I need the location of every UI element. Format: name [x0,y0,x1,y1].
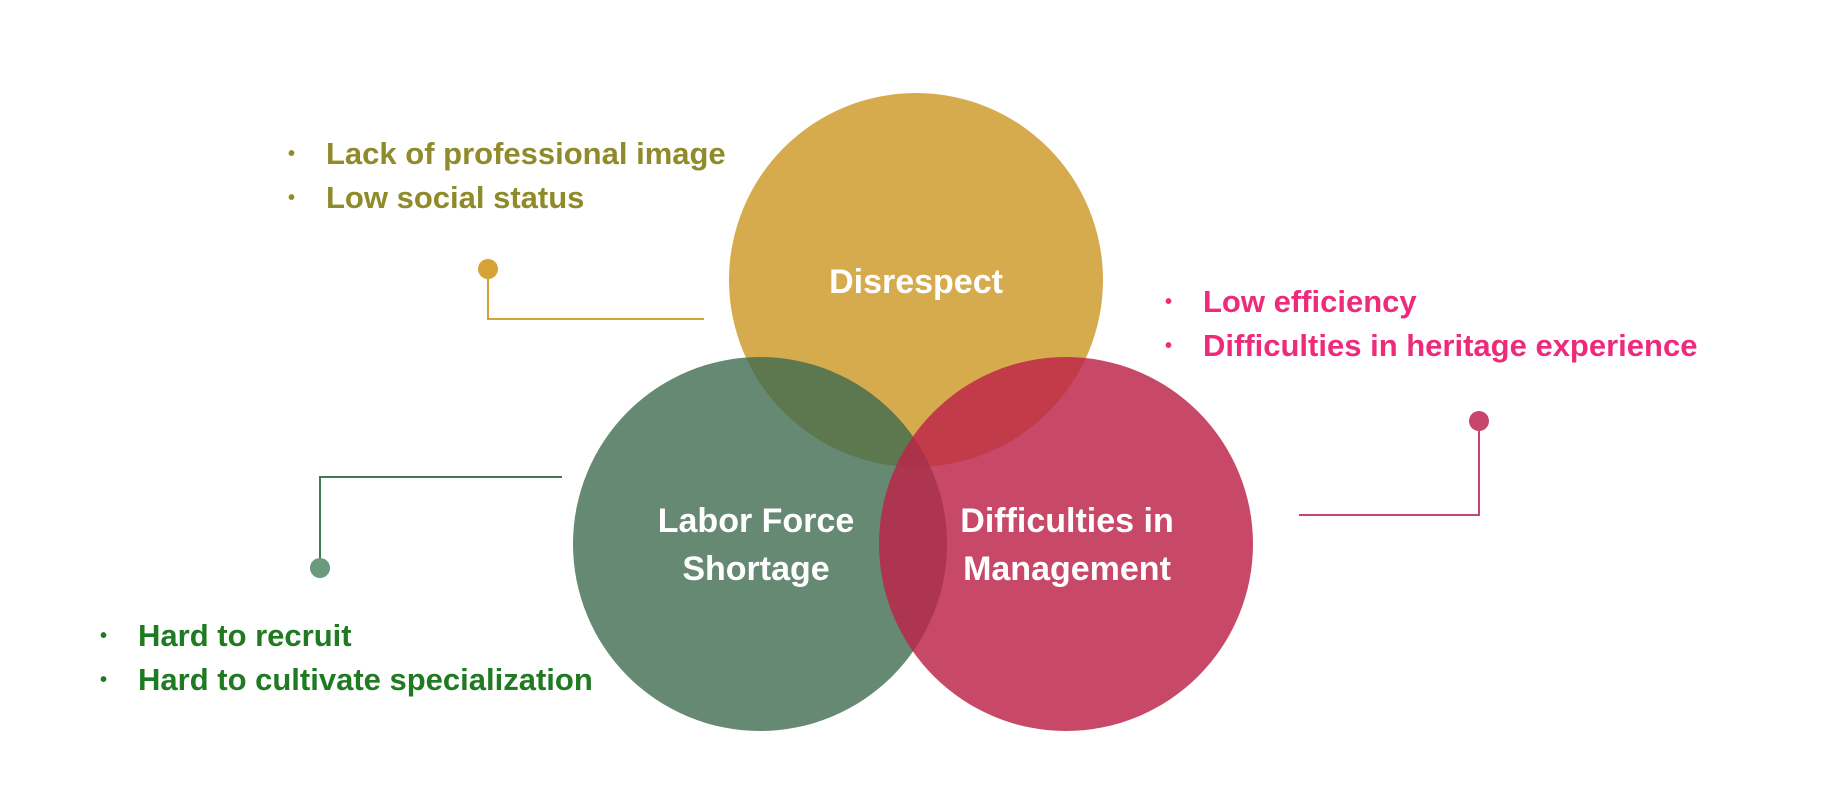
labor-force-connector [310,476,562,578]
labor-force-bullet-list: Hard to recruit Hard to cultivate specia… [100,614,593,702]
disrespect-bullet-item: Lack of professional image [288,132,726,176]
management-bullet-item: Low efficiency [1165,280,1697,324]
disrespect-bullet-list: Lack of professional image Low social st… [288,132,726,220]
management-connector [1299,411,1489,516]
disrespect-connector [478,259,704,320]
disrespect-label: Disrespect [829,263,1003,301]
labor-force-label-line-2: Shortage [682,550,829,588]
management-bullet-item: Difficulties in heritage experience [1165,324,1697,368]
labor-force-label-line-1: Labor Force [658,502,854,540]
disrespect-connector-dot [478,259,498,279]
management-label-line-1: Difficulties in [960,502,1173,540]
management-bullet-list: Low efficiency Difficulties in heritage … [1165,280,1697,368]
labor-force-connector-dot [310,558,330,578]
disrespect-bullet-item: Low social status [288,176,726,220]
labor-force-bullet-item: Hard to cultivate specialization [100,658,593,702]
management-label-line-2: Management [963,550,1171,588]
labor-force-bullet-item: Hard to recruit [100,614,593,658]
labor-force-circle [573,357,947,731]
management-circle [879,357,1253,731]
management-connector-dot [1469,411,1489,431]
